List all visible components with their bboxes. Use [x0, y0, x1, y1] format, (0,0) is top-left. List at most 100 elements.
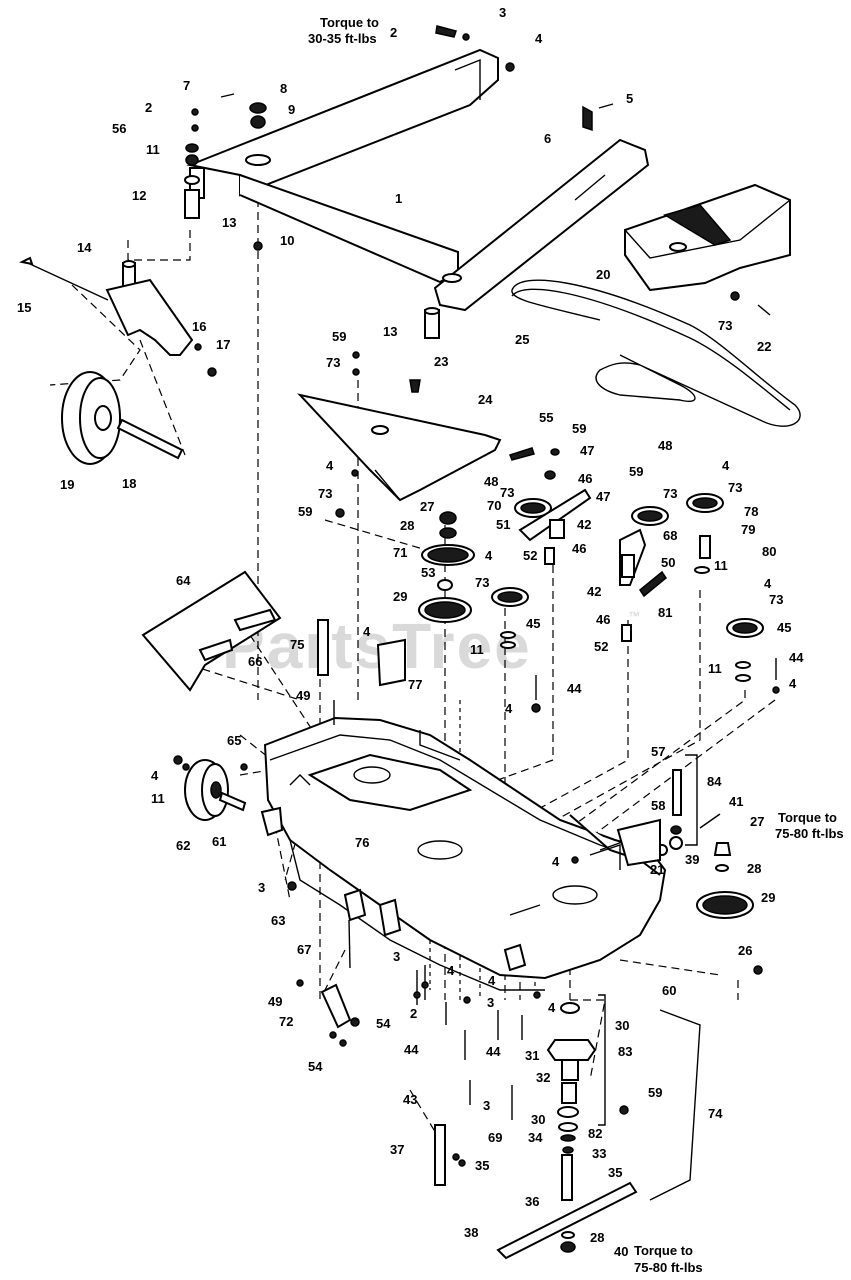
- anti-scalp-wheel: [173, 755, 297, 891]
- callout-59: 59: [332, 329, 346, 344]
- callout-48: 48: [484, 474, 498, 489]
- callout-25: 25: [515, 332, 529, 347]
- callout-4: 4: [485, 548, 493, 563]
- callout-35: 35: [475, 1158, 489, 1173]
- torque-note-right-line1: Torque to: [778, 810, 837, 825]
- callout-22: 22: [757, 339, 771, 354]
- callout-46: 46: [578, 471, 592, 486]
- spindle-pulley-right: [616, 769, 763, 975]
- callout-23: 23: [434, 354, 448, 369]
- callout-27: 27: [420, 499, 434, 514]
- callout-72: 72: [279, 1014, 293, 1029]
- callout-2: 2: [410, 1006, 417, 1021]
- callout-73: 73: [769, 592, 783, 607]
- callout-3: 3: [487, 995, 494, 1010]
- callout-40: 40: [614, 1244, 628, 1259]
- callout-4: 4: [326, 458, 334, 473]
- callout-44: 44: [404, 1042, 419, 1057]
- callout-73: 73: [475, 575, 489, 590]
- callout-53: 53: [421, 565, 435, 580]
- discharge-deflector: [141, 570, 406, 692]
- callout-4: 4: [764, 576, 772, 591]
- callout-11: 11: [151, 791, 165, 806]
- callout-65: 65: [227, 733, 241, 748]
- callout-6: 6: [544, 131, 551, 146]
- callout-26: 26: [738, 943, 752, 958]
- torque-note-bottom-line1: Torque to: [634, 1243, 693, 1258]
- callout-5: 5: [626, 91, 633, 106]
- callout-31: 31: [525, 1048, 539, 1063]
- torque-note-bottom-line2: 75-80 ft-lbs: [634, 1260, 703, 1275]
- callout-34: 34: [528, 1130, 543, 1145]
- callout-47: 47: [580, 443, 594, 458]
- pulleys: [317, 447, 764, 682]
- callout-59: 59: [572, 421, 586, 436]
- caster-assembly: [18, 102, 267, 465]
- callout-4: 4: [447, 963, 455, 978]
- callout-73: 73: [326, 355, 340, 370]
- callout-28: 28: [590, 1230, 604, 1245]
- callout-44: 44: [789, 650, 804, 665]
- callout-59: 59: [648, 1085, 662, 1100]
- callout-73: 73: [728, 480, 742, 495]
- callout-70: 70: [487, 498, 501, 513]
- callout-61: 61: [212, 834, 226, 849]
- callout-83: 83: [618, 1044, 632, 1059]
- callout-4: 4: [535, 31, 543, 46]
- callout-41: 41: [729, 794, 743, 809]
- callout-37: 37: [390, 1142, 404, 1157]
- callout-3: 3: [258, 880, 265, 895]
- callout-4: 4: [789, 676, 797, 691]
- group-brackets: [598, 754, 701, 1201]
- callout-20: 20: [596, 267, 610, 282]
- callout-71: 71: [393, 545, 407, 560]
- callout-44: 44: [567, 681, 582, 696]
- belt-cover: [624, 183, 791, 316]
- callout-58: 58: [651, 798, 665, 813]
- torque-note-top-line2: 30-35 ft-lbs: [308, 31, 377, 46]
- callout-18: 18: [122, 476, 136, 491]
- callout-3: 3: [393, 949, 400, 964]
- torque-note-top-line1: Torque to: [320, 15, 379, 30]
- callout-54: 54: [376, 1016, 391, 1031]
- callout-42: 42: [577, 517, 591, 532]
- callout-52: 52: [594, 639, 608, 654]
- callout-38: 38: [464, 1225, 478, 1240]
- callout-45: 45: [526, 616, 540, 631]
- callout-56: 56: [112, 121, 126, 136]
- callout-3: 3: [483, 1098, 490, 1113]
- callout-57: 57: [651, 744, 665, 759]
- callout-labels: Torque to 30-35 ft-lbs Torque to 75-80 f…: [17, 5, 844, 1275]
- callout-59: 59: [298, 504, 312, 519]
- callout-28: 28: [747, 861, 761, 876]
- callout-73: 73: [718, 318, 732, 333]
- callout-79: 79: [741, 522, 755, 537]
- spindle-assembly: [434, 1002, 638, 1260]
- callout-36: 36: [525, 1194, 539, 1209]
- callout-30: 30: [615, 1018, 629, 1033]
- callout-13: 13: [222, 215, 236, 230]
- callout-14: 14: [77, 240, 92, 255]
- callout-54: 54: [308, 1059, 323, 1074]
- callout-59: 59: [629, 464, 643, 479]
- callout-39: 39: [685, 852, 699, 867]
- callout-4: 4: [151, 768, 159, 783]
- callout-66: 66: [248, 654, 262, 669]
- torque-note-right-line2: 75-80 ft-lbs: [775, 826, 844, 841]
- callout-19: 19: [60, 477, 74, 492]
- callout-3: 3: [499, 5, 506, 20]
- callout-80: 80: [762, 544, 776, 559]
- callout-11: 11: [146, 142, 160, 157]
- callout-2: 2: [390, 25, 397, 40]
- callout-29: 29: [761, 890, 775, 905]
- callout-28: 28: [400, 518, 414, 533]
- callout-11: 11: [714, 558, 728, 573]
- callout-21: 21: [650, 862, 664, 877]
- callout-62: 62: [176, 838, 190, 853]
- callout-50: 50: [661, 555, 675, 570]
- callout-69: 69: [488, 1130, 502, 1145]
- drive-belt: [511, 279, 801, 427]
- callout-27: 27: [750, 814, 764, 829]
- top-hardware: [220, 25, 614, 132]
- callout-10: 10: [280, 233, 294, 248]
